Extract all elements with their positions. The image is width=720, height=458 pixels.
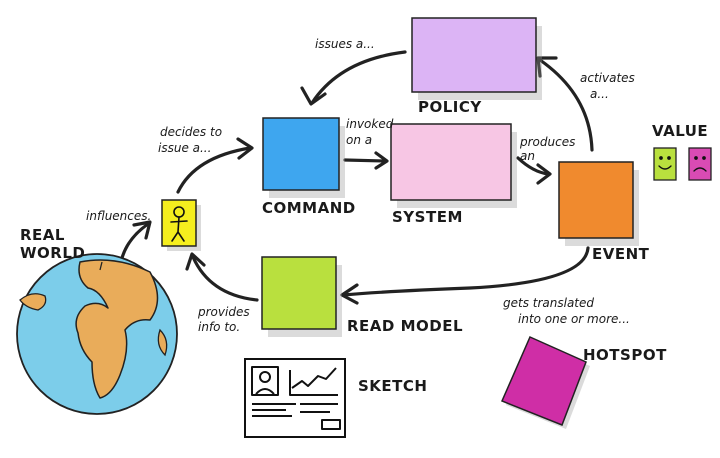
actor-note[interactable]: [161, 199, 201, 251]
edge-system-event: [516, 156, 550, 176]
edge-event-policy: [538, 58, 594, 152]
edge-label-provides-1: provides: [197, 305, 250, 319]
edge-label-decides-1: decides to: [160, 125, 222, 139]
arrowhead-world-actor: [132, 220, 152, 240]
value-label: VALUE: [652, 122, 708, 140]
arrowhead-command-system: [374, 151, 389, 170]
edge-label-invoked-2: on a: [346, 133, 372, 147]
read-model-label: READ MODEL: [347, 317, 463, 335]
edge-event-readmodel: [341, 246, 590, 297]
value-happy-note[interactable]: [653, 147, 677, 181]
system-note[interactable]: [390, 123, 517, 208]
edge-label-influences: influences.: [86, 209, 151, 223]
edge-label-decides-2: issue a...: [158, 141, 211, 155]
globe-icon: [16, 253, 178, 415]
event-note[interactable]: [558, 161, 639, 246]
real-world-label-2: WORLD: [20, 244, 85, 262]
sad-face-icon: [693, 156, 707, 172]
policy-label: POLICY: [418, 98, 482, 116]
edge-label-issues: issues a...: [315, 37, 375, 51]
command-note[interactable]: [262, 117, 345, 198]
edge-label-activates-2: a...: [590, 87, 609, 101]
edge-label-translated-1: gets translated: [503, 296, 594, 310]
connectors: [120, 50, 594, 305]
arrowhead-event-policy: [536, 56, 558, 78]
arrowhead-policy-command: [300, 86, 327, 106]
edge-label-invoked-1: invoked: [346, 117, 394, 131]
command-label: COMMAND: [262, 199, 356, 217]
arrowhead-readmodel-actor: [185, 252, 206, 271]
arrowhead-actor-command: [236, 137, 254, 160]
edge-label-produces-2: an: [520, 149, 535, 163]
edge-label-provides-2: info to.: [198, 320, 240, 334]
hotspot-label: HOTSPOT: [583, 346, 667, 364]
edge-command-system: [343, 158, 387, 163]
value-sad-note[interactable]: [688, 147, 712, 181]
stick-figure-icon: [170, 206, 188, 242]
event-label: EVENT: [592, 245, 650, 263]
real-world-label-1: REAL: [20, 226, 65, 244]
read-model-note[interactable]: [261, 256, 342, 337]
edge-policy-command: [310, 50, 407, 105]
edge-label-activates-1: activates: [580, 71, 635, 85]
edge-actor-command: [176, 146, 252, 194]
arrowhead-system-event: [536, 163, 552, 185]
edge-label-translated-2: into one or more...: [518, 312, 630, 326]
system-label: SYSTEM: [392, 208, 463, 226]
ui-sketch-icon[interactable]: [244, 358, 346, 438]
policy-note[interactable]: [411, 17, 542, 100]
arrowhead-event-readmodel: [340, 283, 359, 305]
hotspot-note[interactable]: [501, 336, 590, 429]
edge-world-actor: [120, 222, 150, 260]
smiley-face-icon: [658, 156, 672, 170]
edge-label-produces-1: produces: [519, 135, 575, 149]
sketch-label: SKETCH: [358, 377, 427, 395]
edge-readmodel-actor: [191, 255, 259, 302]
